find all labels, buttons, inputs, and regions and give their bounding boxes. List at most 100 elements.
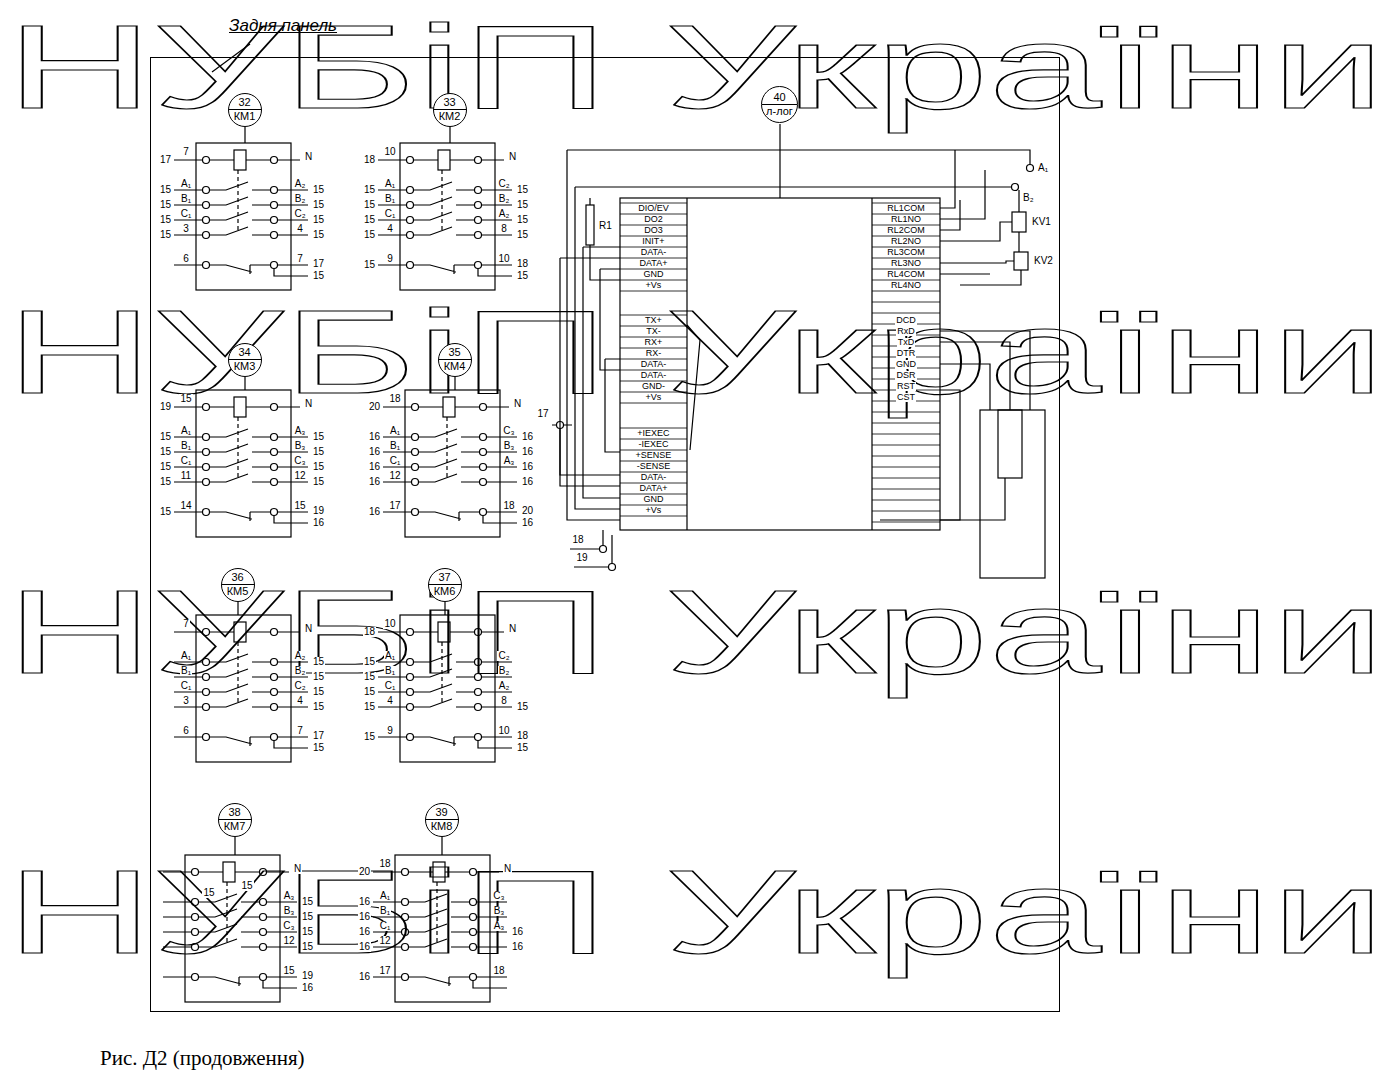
wire-number: B₂ [294, 666, 307, 676]
terminal [260, 914, 267, 921]
wire-number: 15 [159, 432, 172, 442]
pin-name: CST [896, 393, 916, 402]
wire-number: 15 [202, 888, 215, 898]
contactor-housing [405, 390, 500, 537]
pin-name: +Vs [645, 506, 663, 515]
terminal [475, 704, 482, 711]
wire-number: 15 [363, 672, 376, 682]
wire-number: B₃ [503, 441, 516, 451]
terminal [407, 674, 414, 681]
wire-number: 17 [378, 966, 391, 976]
wire-number: 16 [358, 942, 371, 952]
wire-number: 15 [312, 215, 325, 225]
leader-line [212, 44, 250, 72]
wire-number: 19 [159, 402, 172, 412]
wire-number: B₁ [180, 666, 192, 676]
wire-number: A₁ [389, 426, 401, 436]
wire-number: 3 [182, 224, 190, 234]
wire-number: 15 [363, 260, 376, 270]
terminal [407, 689, 414, 696]
terminal [480, 479, 487, 486]
wire-number: 15 [240, 881, 253, 891]
terminal [470, 899, 477, 906]
callout-circle: 40л-лог [761, 86, 798, 123]
wire-number: 20 [521, 506, 534, 516]
wire-number: N [304, 624, 313, 634]
pin-name: +Vs [645, 281, 663, 290]
wire-number: 15 [301, 927, 314, 937]
pin-name: RL1COM [886, 204, 926, 213]
wire-number: 15 [363, 702, 376, 712]
terminal [470, 974, 477, 981]
callout-divider [219, 819, 251, 820]
contact-wiring [373, 872, 507, 988]
callout-number: 40 [773, 92, 785, 103]
wire-number: 14 [179, 501, 192, 511]
wire-number: C₁ [384, 209, 397, 219]
terminal [260, 944, 267, 951]
callout-circle: 36КМ5 [221, 568, 255, 602]
terminal [475, 689, 482, 696]
callout-circle: 35КМ4 [438, 343, 472, 377]
wire-number: 4 [296, 224, 304, 234]
pin-name: RL1NO [890, 215, 922, 224]
callout-number: КМ3 [234, 361, 256, 372]
wire [567, 150, 1030, 165]
wire-number: 15 [312, 230, 325, 240]
terminal [203, 187, 210, 194]
wire-number: 19 [575, 553, 588, 563]
wire-number: 15 [363, 230, 376, 240]
wire-number: C₃ [282, 921, 295, 931]
terminal [475, 232, 482, 239]
terminal [407, 157, 414, 164]
terminal [600, 546, 607, 553]
wire-number: N [293, 864, 302, 874]
terminal [203, 704, 210, 711]
rear-panel: Задня панель32КМ133КМ240л-лог34КМ335КМ43… [150, 57, 1060, 1012]
wire-number: N [513, 399, 522, 409]
contactor-housing [400, 615, 495, 762]
terminal [1012, 184, 1019, 191]
terminal [271, 659, 278, 666]
contactor-housing [395, 855, 490, 1002]
callout-number: 39 [435, 807, 447, 818]
wire-number: 16 [511, 927, 524, 937]
pin-name: TX+ [644, 316, 663, 325]
callout-number: КМ4 [444, 361, 466, 372]
callout-divider [222, 584, 254, 585]
wire-number: B₁ [379, 906, 391, 916]
watermark: НУБіП України [6, 853, 1385, 971]
terminal [192, 869, 199, 876]
wire-number: 7 [182, 619, 190, 629]
wire-number: 15 [312, 200, 325, 210]
wire-number: 15 [363, 732, 376, 742]
wire-number: A₁ [384, 651, 396, 661]
terminal [260, 869, 267, 876]
wire [560, 150, 620, 520]
wire-number: 12 [293, 471, 306, 481]
terminal [271, 217, 278, 224]
callout-number: 34 [238, 347, 250, 358]
wire-number: C₂ [293, 209, 306, 219]
terminal [480, 404, 487, 411]
generated-drawing [163, 143, 940, 1002]
callout-circle: 32КМ1 [228, 93, 262, 127]
terminal [480, 434, 487, 441]
terminal [271, 689, 278, 696]
wire-number: 15 [363, 215, 376, 225]
terminal [470, 869, 477, 876]
wire-number: 16 [368, 447, 381, 457]
terminal [480, 464, 487, 471]
terminal [480, 449, 487, 456]
coil-symbol [234, 397, 246, 417]
wire-number: B₃ [294, 441, 307, 451]
wire-number: 16 [521, 432, 534, 442]
mechanical-link [237, 170, 238, 233]
wire-number: B₁ [180, 194, 192, 204]
wire-number: 18 [378, 859, 391, 869]
terminal [412, 464, 419, 471]
terminal [402, 974, 409, 981]
terminal [475, 262, 482, 269]
coil-symbol [234, 150, 246, 170]
wire-number: C₂ [497, 651, 510, 661]
